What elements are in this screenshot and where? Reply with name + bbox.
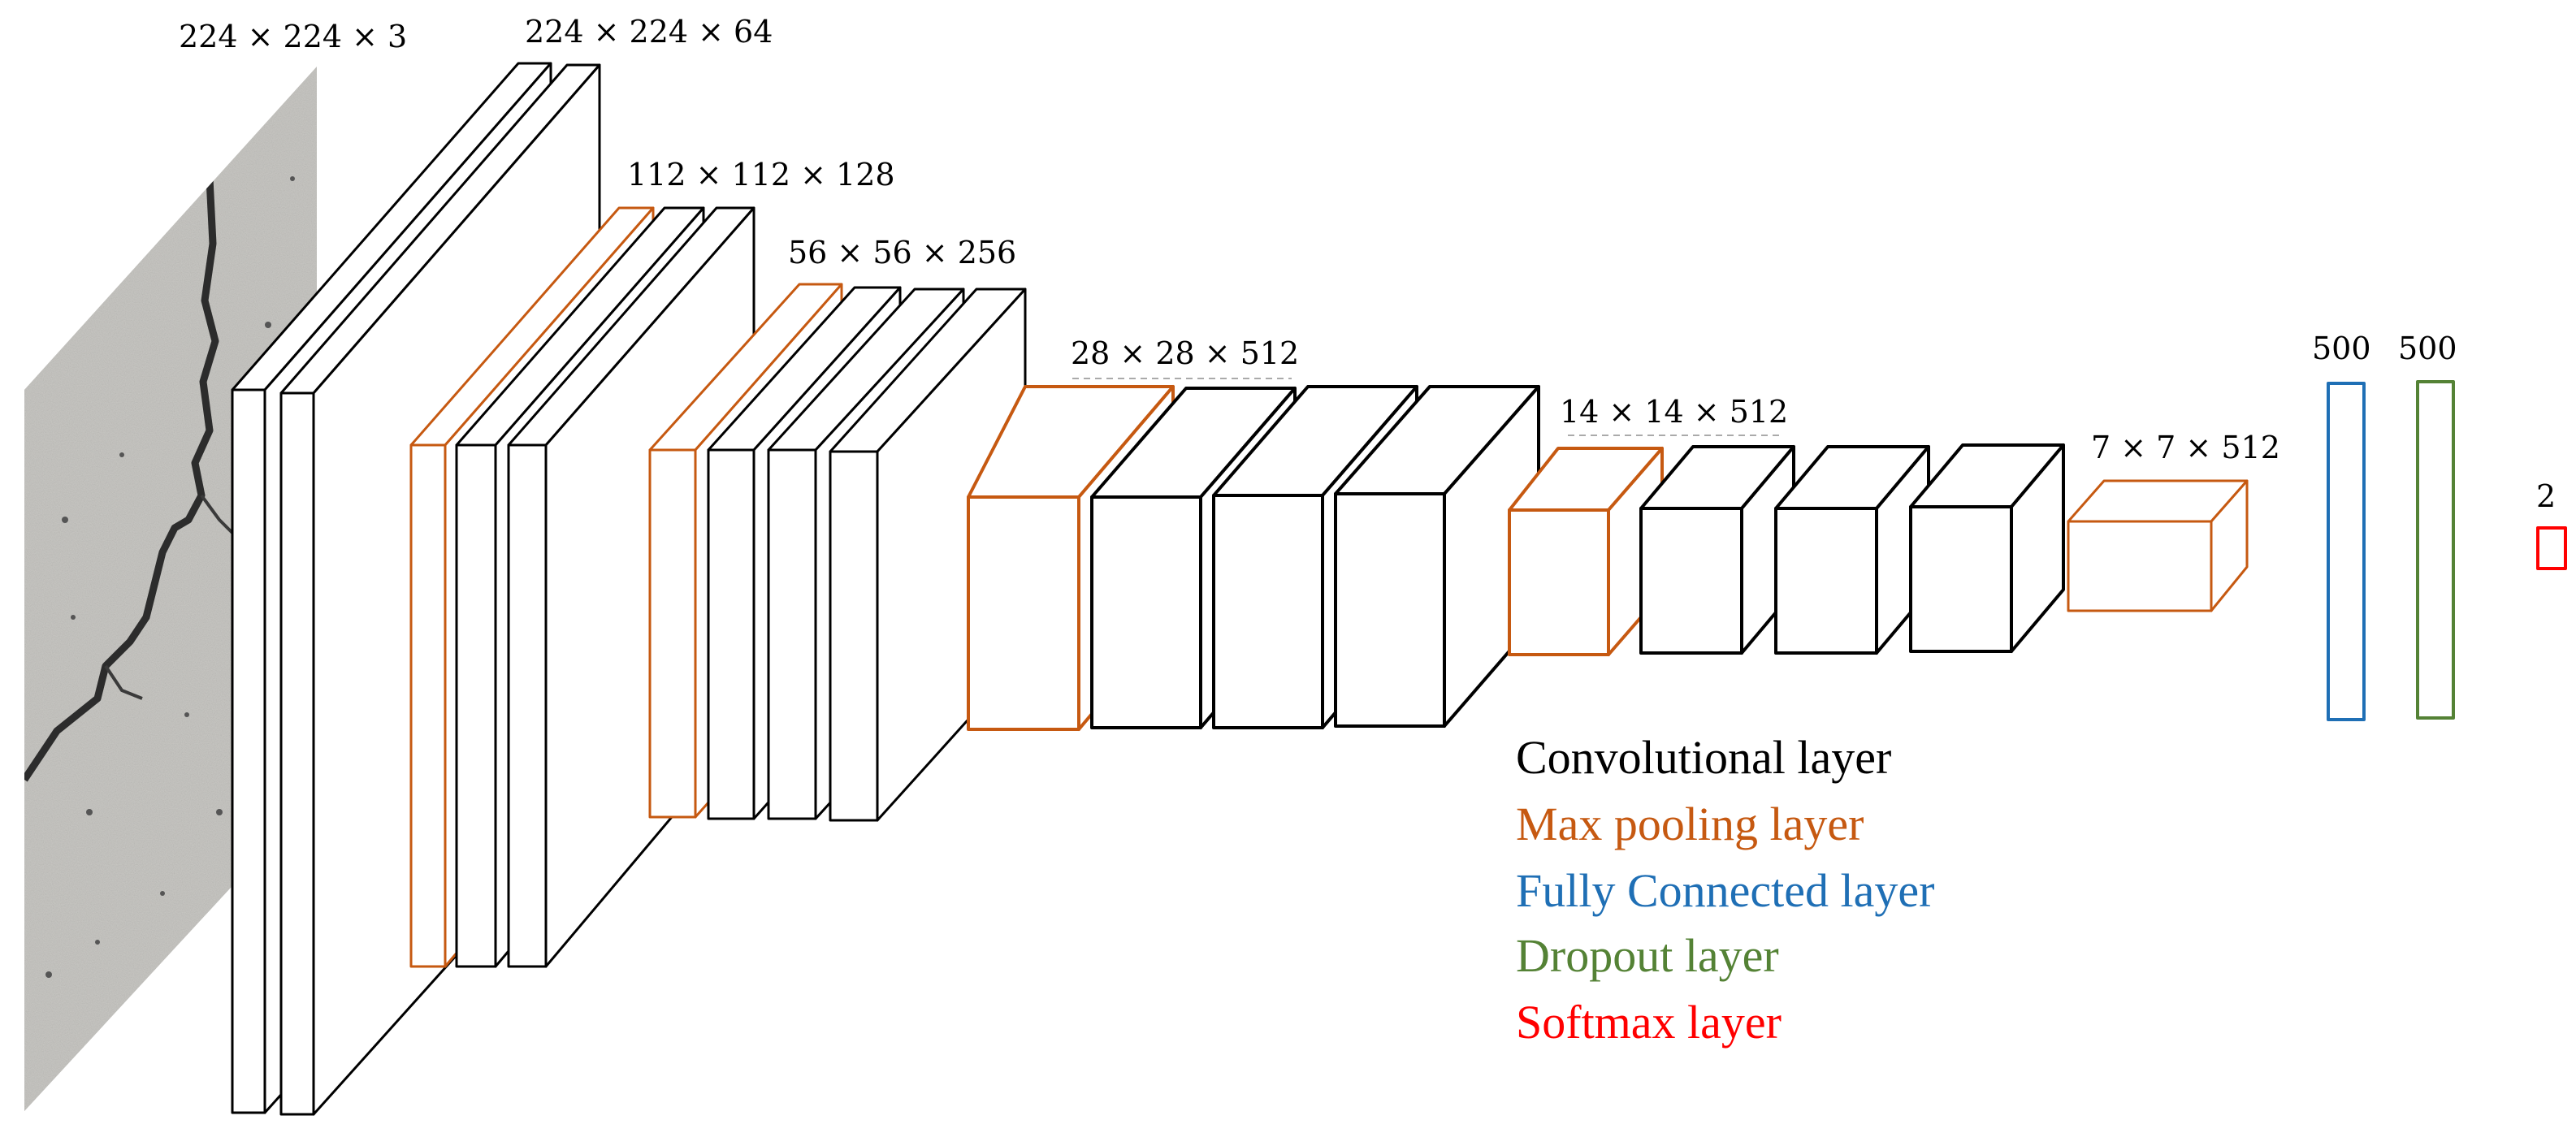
dim-label-block1: 224 × 224 × 64 bbox=[525, 14, 773, 50]
block4 bbox=[967, 385, 1540, 731]
legend-pool: Max pooling layer bbox=[1516, 798, 1864, 850]
softmax-layer bbox=[2536, 526, 2567, 570]
dim-label-block2: 112 × 112 × 128 bbox=[627, 157, 895, 192]
fc-layer bbox=[2327, 382, 2366, 721]
crack-line bbox=[24, 178, 219, 782]
dim-label-block3: 56 × 56 × 256 bbox=[788, 235, 1016, 270]
pool-layer bbox=[1508, 447, 1664, 656]
legend-dropout: Dropout layer bbox=[1516, 929, 1779, 982]
legend-fc: Fully Connected layer bbox=[1516, 864, 1934, 917]
dim-label-fc: 500 bbox=[2312, 331, 2371, 366]
dropout-layer bbox=[2416, 380, 2455, 720]
block5 bbox=[1508, 443, 2065, 656]
dim-label-block4: 28 × 28 × 512 bbox=[1071, 335, 1299, 371]
legend: Convolutional layer Max pooling layer Fu… bbox=[1516, 731, 1934, 1049]
conv-layer bbox=[1909, 443, 2065, 653]
conv-layer bbox=[1774, 445, 1930, 655]
dim-label-softmax: 2 bbox=[2536, 478, 2556, 514]
dim-label-input: 224 × 224 × 3 bbox=[179, 19, 407, 54]
dim-label-block5: 14 × 14 × 512 bbox=[1560, 394, 1788, 430]
dim-label-dropout: 500 bbox=[2398, 331, 2457, 366]
legend-conv: Convolutional layer bbox=[1516, 731, 1891, 784]
dim-label-pool5: 7 × 7 × 512 bbox=[2091, 430, 2280, 465]
conv-layer bbox=[1639, 445, 1795, 655]
pool5 bbox=[2067, 479, 2249, 612]
conv-layer bbox=[1334, 385, 1540, 728]
legend-softmax: Softmax layer bbox=[1516, 996, 1782, 1049]
